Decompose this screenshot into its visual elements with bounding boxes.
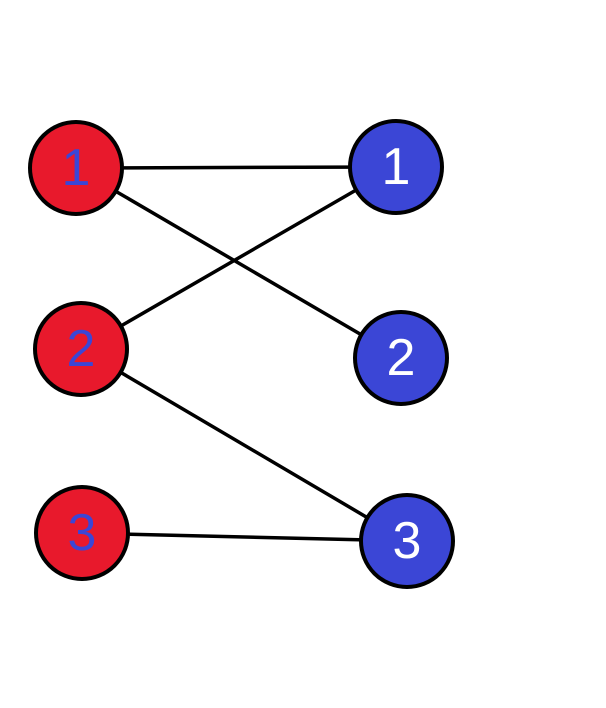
right-node-2-circle — [353, 310, 449, 406]
edge-l1-r2 — [115, 190, 362, 336]
left-node-2: 2 — [33, 301, 129, 397]
left-node-3: 3 — [34, 485, 130, 581]
right-node-3-circle — [359, 493, 455, 589]
right-node-1-circle — [348, 119, 444, 215]
right-node-2-label: 2 — [387, 329, 416, 387]
left-node-1: 1 — [28, 120, 124, 216]
left-node-3-label: 3 — [68, 504, 97, 562]
edges-layer — [115, 165, 368, 542]
left-node-1-circle — [28, 120, 124, 216]
left-node-2-label: 2 — [67, 320, 96, 378]
left-node-3-circle — [34, 485, 130, 581]
left-node-2-circle — [33, 301, 129, 397]
right-node-3-label: 3 — [393, 512, 422, 570]
right-node-1: 1 — [348, 119, 444, 215]
edge-l3-r3 — [128, 532, 361, 542]
right-node-3: 3 — [359, 493, 455, 589]
edge-l2-r3 — [120, 371, 368, 519]
right-node-1-label: 1 — [382, 138, 411, 196]
right-node-2: 2 — [353, 310, 449, 406]
edge-l1-r1 — [122, 165, 350, 170]
left-node-1-label: 1 — [62, 139, 91, 197]
edge-l2-r1 — [120, 189, 357, 327]
